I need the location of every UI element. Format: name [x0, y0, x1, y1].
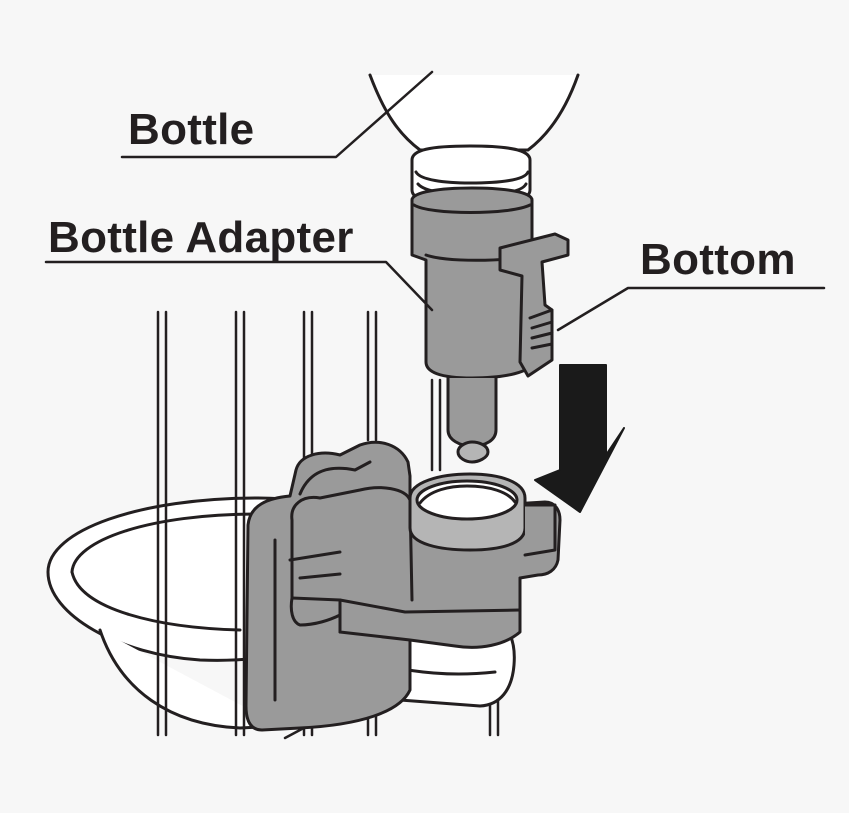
label-bottle-adapter: Bottle Adapter — [48, 213, 354, 262]
bottle — [368, 73, 580, 207]
label-bottom: Bottom — [640, 235, 796, 284]
bottle-leader-line — [120, 70, 434, 159]
label-bottle: Bottle — [128, 105, 255, 154]
bottom-leader-line — [556, 286, 826, 332]
adapter-leader-line — [44, 260, 434, 312]
down-arrow-icon — [534, 364, 625, 513]
leader-lines — [44, 70, 826, 332]
bowl-holder — [288, 472, 562, 649]
bottle-adapter — [410, 186, 570, 464]
